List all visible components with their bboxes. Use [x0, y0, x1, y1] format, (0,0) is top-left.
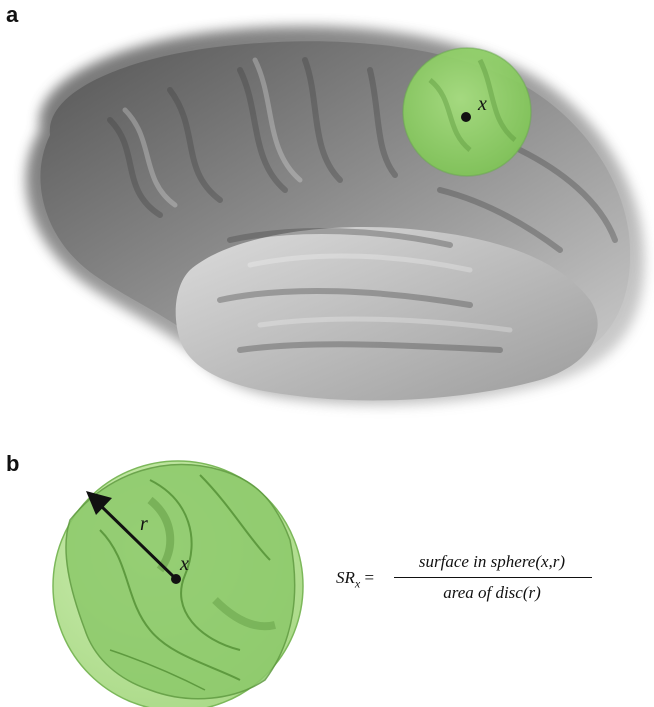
formula-denominator: area of disc(r) — [392, 583, 592, 603]
formula-lhs-subscript: x — [355, 576, 360, 590]
sphere-a — [403, 48, 531, 176]
brain-surface — [26, 26, 644, 405]
formula-lhs: SRx = — [336, 568, 374, 591]
formula-equals: = — [364, 568, 374, 587]
center-point-b — [171, 574, 181, 584]
radius-label: r — [140, 513, 148, 535]
surface-ratio-formula: SRx = surface in sphere(x,r) area of dis… — [336, 552, 626, 612]
formula-fraction-bar — [394, 577, 592, 578]
center-point-a — [461, 112, 471, 122]
formula-numerator: surface in sphere(x,r) — [392, 552, 592, 572]
formula-lhs-symbol: SR — [336, 568, 355, 587]
point-label-a: x — [477, 93, 487, 115]
point-label-b: x — [179, 553, 189, 575]
